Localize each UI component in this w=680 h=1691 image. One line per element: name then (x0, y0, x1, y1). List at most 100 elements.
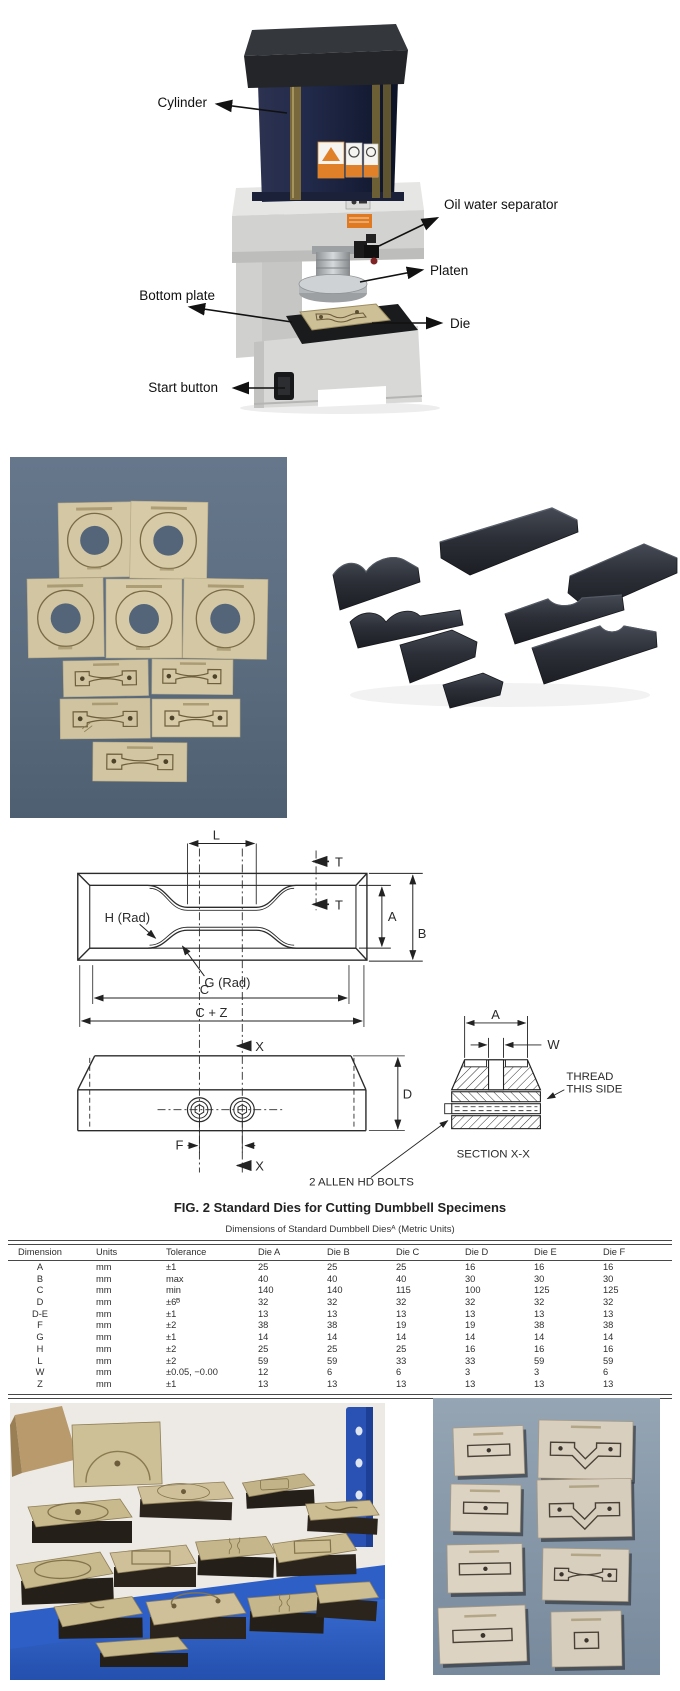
label-start-button: Start button (148, 380, 218, 395)
table-cell: 30 (603, 1273, 614, 1284)
table-cell: 12 (258, 1367, 269, 1378)
table-cell: 125 (603, 1285, 619, 1296)
column-header: Die C (396, 1247, 420, 1257)
highlight-2 (332, 557, 419, 576)
x-lower-label: X (255, 1159, 264, 1174)
table-cell: 6 (327, 1367, 333, 1378)
label-die: Die (450, 316, 470, 331)
grid-die-4 (536, 1478, 636, 1542)
table-cell: 3 (534, 1367, 540, 1378)
base-notch (318, 386, 386, 407)
table-cell: 6 (396, 1367, 402, 1378)
column-header: Tolerance (166, 1247, 207, 1257)
steel-dies-photo (332, 507, 678, 709)
table-cell: max (166, 1273, 184, 1284)
grid-die-7 (437, 1604, 531, 1668)
steel-die-smallest (442, 672, 504, 709)
table-cell: 32 (465, 1297, 476, 1308)
table-cell: G (36, 1332, 44, 1343)
oil-water-separator-valve (354, 234, 379, 265)
dim-b-label: B (418, 926, 427, 941)
table-cell: B (36, 1273, 44, 1284)
dumbbell-die-5 (92, 741, 188, 783)
table-bottom-rule (8, 1393, 672, 1399)
table-cell: 16 (603, 1343, 614, 1354)
round-die-1 (57, 501, 133, 579)
table-cell: 13 (603, 1378, 614, 1389)
table-cell: ±1 (166, 1378, 177, 1389)
table-cell: D-E (31, 1308, 48, 1319)
dim-a-label: A (388, 909, 397, 924)
table-cell: A (36, 1262, 44, 1272)
table-subtitle: Dimensions of Standard Dumbbell Diesᴬ (M… (225, 1224, 455, 1235)
table-cell: C (36, 1285, 44, 1296)
cylinder-arrow (214, 99, 288, 114)
die-grid-photo (433, 1398, 660, 1675)
dim-f-label: F (176, 1138, 184, 1153)
dim-t-upper-label: T (335, 854, 343, 869)
table-cell: 59 (327, 1355, 338, 1366)
separator-box-front (232, 210, 424, 256)
table-cell: ±1 (166, 1308, 177, 1319)
label-oil-water-separator: Oil water separator (444, 197, 559, 212)
table-cell: 25 (396, 1343, 407, 1354)
table-cell: 25 (327, 1343, 338, 1354)
dim-d-label: D (403, 1087, 412, 1102)
fig2-diagram: L T T H (Rad) A B G (Rad) C C + Z X X D … (77, 827, 623, 1188)
diagram-text: L T T H (Rad) A B G (Rad) C C + Z X X D … (105, 827, 623, 1188)
platen (298, 274, 368, 294)
table-cell: 115 (396, 1285, 411, 1296)
table-cell: 3 (465, 1367, 471, 1378)
dumbbell-die-1 (62, 659, 149, 698)
table-cell: ±1 (166, 1262, 177, 1272)
table-cell: 14 (603, 1332, 614, 1343)
steel-die-long-bar (439, 507, 579, 576)
table-cell: 13 (465, 1308, 476, 1319)
grid-die-5 (446, 1543, 526, 1597)
grid-die-2 (537, 1419, 636, 1484)
sec-dim-w-label: W (547, 1037, 560, 1052)
grid-die-8 (550, 1610, 626, 1671)
oil-separator-arrow (378, 216, 440, 247)
table-top-rule (8, 1240, 672, 1245)
table-cell: 14 (258, 1332, 269, 1343)
table-cell: 38 (603, 1320, 614, 1331)
table-cell: 13 (327, 1378, 338, 1389)
table-cell: F (37, 1320, 43, 1331)
table-cell: mm (96, 1343, 112, 1354)
table-cell: min (166, 1285, 181, 1296)
table-cell: ±2 (166, 1320, 177, 1331)
sticker3-icon (365, 146, 377, 158)
table-cell: 19 (465, 1320, 476, 1331)
die-stack-2 (137, 1481, 234, 1521)
base-left-face (254, 341, 264, 408)
dimensions-side (187, 1055, 405, 1153)
steel-die-wavy-left (332, 557, 421, 611)
dumbbell-cutout (315, 312, 367, 323)
table-cell: 32 (396, 1297, 407, 1308)
table-cell: D (36, 1297, 44, 1308)
table-cell: 13 (258, 1378, 269, 1389)
label-bottom-plate: Bottom plate (139, 288, 215, 303)
die-stack-4 (304, 1499, 380, 1535)
table-cell: mm (96, 1285, 112, 1296)
table-cell: 32 (258, 1297, 269, 1308)
table-cell: 59 (258, 1355, 269, 1366)
orange-sticker (347, 214, 372, 228)
table-cell: 13 (327, 1308, 338, 1319)
allen-bolts-label: 2 ALLEN HD BOLTS (309, 1176, 414, 1188)
table-cell: 38 (258, 1320, 269, 1331)
table-cell: Z (37, 1378, 43, 1389)
section-xx (370, 1015, 565, 1178)
wooden-dies-photo (10, 457, 287, 818)
dumbbell-die-2 (151, 658, 234, 696)
cylinder-cap-front (244, 50, 408, 88)
dimensions-top (79, 839, 423, 1172)
cardboard-box (15, 1406, 78, 1473)
warning-strip1 (318, 164, 344, 178)
round-die-4 (105, 578, 183, 659)
